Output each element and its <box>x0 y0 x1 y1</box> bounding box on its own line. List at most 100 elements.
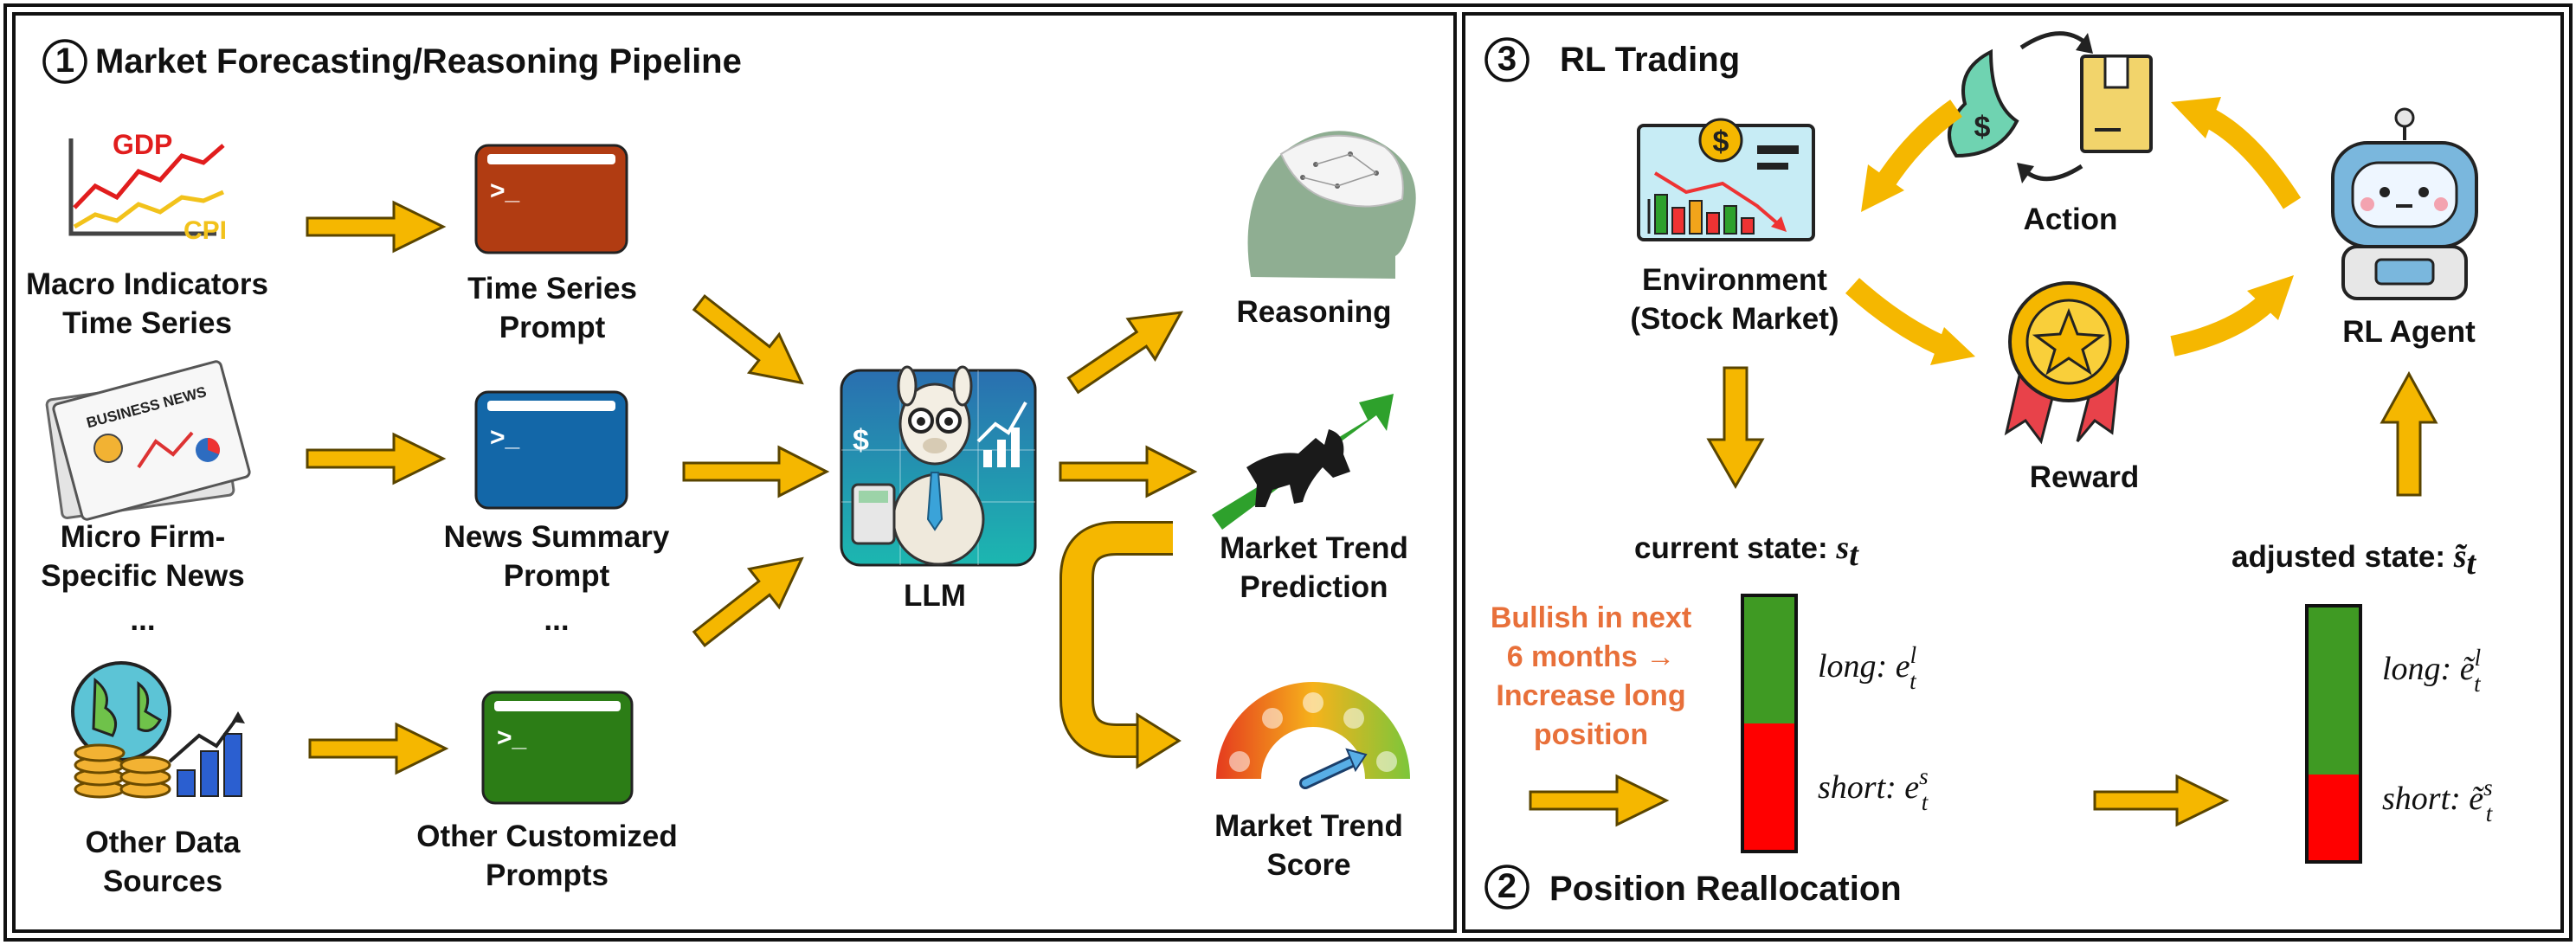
arrow-current-to-adjusted <box>2093 774 2230 827</box>
other-prompt-icon: >_ <box>481 691 634 805</box>
llm-llama-icon: $ <box>840 365 1037 567</box>
action-label: Action <box>2024 202 2118 236</box>
prompt-ts-line2: Prompt <box>499 311 606 344</box>
right-panel-frame <box>1462 12 2564 933</box>
output-prediction-line2: Prediction <box>1240 570 1388 604</box>
rl-agent-robot-icon <box>2331 107 2478 300</box>
annotation-line4: position <box>1534 718 1648 751</box>
cpi-label: CPI <box>184 216 227 245</box>
source-to-prompt-arrows <box>306 200 449 775</box>
environment-dollar-glyph: $ <box>1713 125 1729 158</box>
reward-medal-icon <box>2004 281 2129 445</box>
reasoning-head-icon <box>1247 131 1416 279</box>
arrow-news-to-llm <box>682 445 830 498</box>
time-series-prompt-icon: >_ <box>474 144 628 254</box>
environment-dashboard-icon: $ <box>1637 118 1815 241</box>
prompt-ts-line1: Time Series <box>467 272 637 305</box>
bull-trend-icon <box>1212 394 1394 530</box>
rl-agent-label: RL Agent <box>2342 315 2476 349</box>
arrow-llm-to-reasoning <box>1066 311 1184 395</box>
section3-header: 3 RL Trading <box>1484 37 1740 82</box>
action-exchange-icon: $ <box>1948 31 2153 183</box>
annotation-line2: 6 months → <box>1507 640 1676 673</box>
section1-title: Market Forecasting/Reasoning Pipeline <box>95 42 742 80</box>
arrow-environment-to-reward-head <box>1930 327 1975 365</box>
adjusted-bar-outline <box>2305 604 2362 864</box>
reward-label: Reward <box>2030 460 2139 494</box>
section2-number-badge <box>1484 865 1530 910</box>
source-news-line2: Specific News <box>41 559 244 593</box>
prompt-other-line1: Other Customized <box>416 820 677 853</box>
arrow-reward-to-agent <box>2170 295 2274 357</box>
terminal-glyph-news: >_ <box>490 423 520 452</box>
output-reasoning: Reasoning <box>1237 295 1392 329</box>
terminal-glyph-other: >_ <box>497 723 527 752</box>
terminal-glyph-ts: >_ <box>490 177 520 205</box>
section2-number: 2 <box>1497 867 1517 905</box>
arrow-other-to-llm <box>692 556 804 647</box>
arrow-ts-to-llm <box>692 294 804 385</box>
section1-number: 1 <box>55 42 74 80</box>
output-score-line1: Market Trend <box>1214 809 1403 843</box>
llm-label: LLM <box>904 579 966 613</box>
arrow-news-to-prompt <box>306 432 447 485</box>
adjusted-position-bar <box>2305 604 2362 864</box>
environment-line1: Environment <box>1642 263 1827 297</box>
arrow-into-current-state <box>1529 774 1670 827</box>
annotation-line1: Bullish in next <box>1491 601 1691 634</box>
source-ellipsis: ... <box>130 603 155 637</box>
globe-coins-icon <box>71 661 245 799</box>
environment-line2: (Stock Market) <box>1630 302 1839 336</box>
section3-number: 3 <box>1497 40 1517 78</box>
adjusted-state-label: adjusted state: s̃t <box>2231 538 2477 582</box>
arrow-environment-down <box>1706 366 1765 490</box>
arrow-environment-to-reward <box>1845 278 1944 354</box>
adjusted-short-segment <box>2307 775 2360 862</box>
current-short-segment <box>1742 723 1796 852</box>
arrow-agent-to-action-head <box>2171 97 2221 138</box>
annotation-line3: Increase long <box>1496 679 1685 712</box>
section2-title: Position Reallocation <box>1549 870 1902 908</box>
section1-header: 1 Market Forecasting/Reasoning Pipeline <box>42 39 742 84</box>
trend-score-gauge-icon <box>1216 682 1410 789</box>
source-macro-line1: Macro Indicators <box>26 267 268 301</box>
source-news-line1: Micro Firm- <box>61 520 226 554</box>
bullish-annotation: Bullish in next 6 months → Increase long… <box>1491 601 1691 751</box>
gdp-label: GDP <box>113 129 172 160</box>
current-state-label: current state: st <box>1634 530 1859 573</box>
arrow-agent-to-action <box>2202 107 2302 209</box>
arrow-action-to-environment-head <box>1861 164 1904 212</box>
arrow-other-to-prompt <box>308 722 449 775</box>
current-position-bar <box>1741 594 1798 853</box>
source-other-line1: Other Data <box>86 826 241 859</box>
arrow-agent-up <box>2380 370 2438 497</box>
rl-cycle-arrows <box>1845 97 2302 365</box>
current-bar-outline <box>1741 594 1798 853</box>
source-macro-line2: Time Series <box>62 306 232 340</box>
llm-to-output-arrows <box>1059 311 1198 498</box>
section1-number-badge <box>42 39 87 84</box>
prompt-news-line1: News Summary <box>444 520 670 554</box>
prompt-other-line2: Prompts <box>486 858 609 892</box>
adjusted-long-segment <box>2307 606 2360 775</box>
prompt-to-llm-arrows <box>682 294 830 647</box>
section3-title: RL Trading <box>1560 41 1740 79</box>
llm-dollar-glyph: $ <box>853 424 869 457</box>
outer-frame <box>3 3 2573 942</box>
action-dollar-glyph: $ <box>1974 111 1991 144</box>
left-panel-frame <box>12 12 1457 933</box>
prompt-ellipsis: ... <box>544 603 569 637</box>
section2-header: 2 Position Reallocation <box>1484 865 1902 910</box>
output-prediction-line1: Market Trend <box>1220 531 1408 565</box>
arrow-reward-to-agent-head <box>2247 275 2294 320</box>
current-long-segment <box>1742 595 1796 723</box>
arrow-macro-to-prompt <box>306 200 447 254</box>
macro-chart-icon: GDP CPI <box>68 129 227 245</box>
arrow-action-to-environment <box>1873 100 1962 192</box>
source-other-line2: Sources <box>103 865 222 898</box>
